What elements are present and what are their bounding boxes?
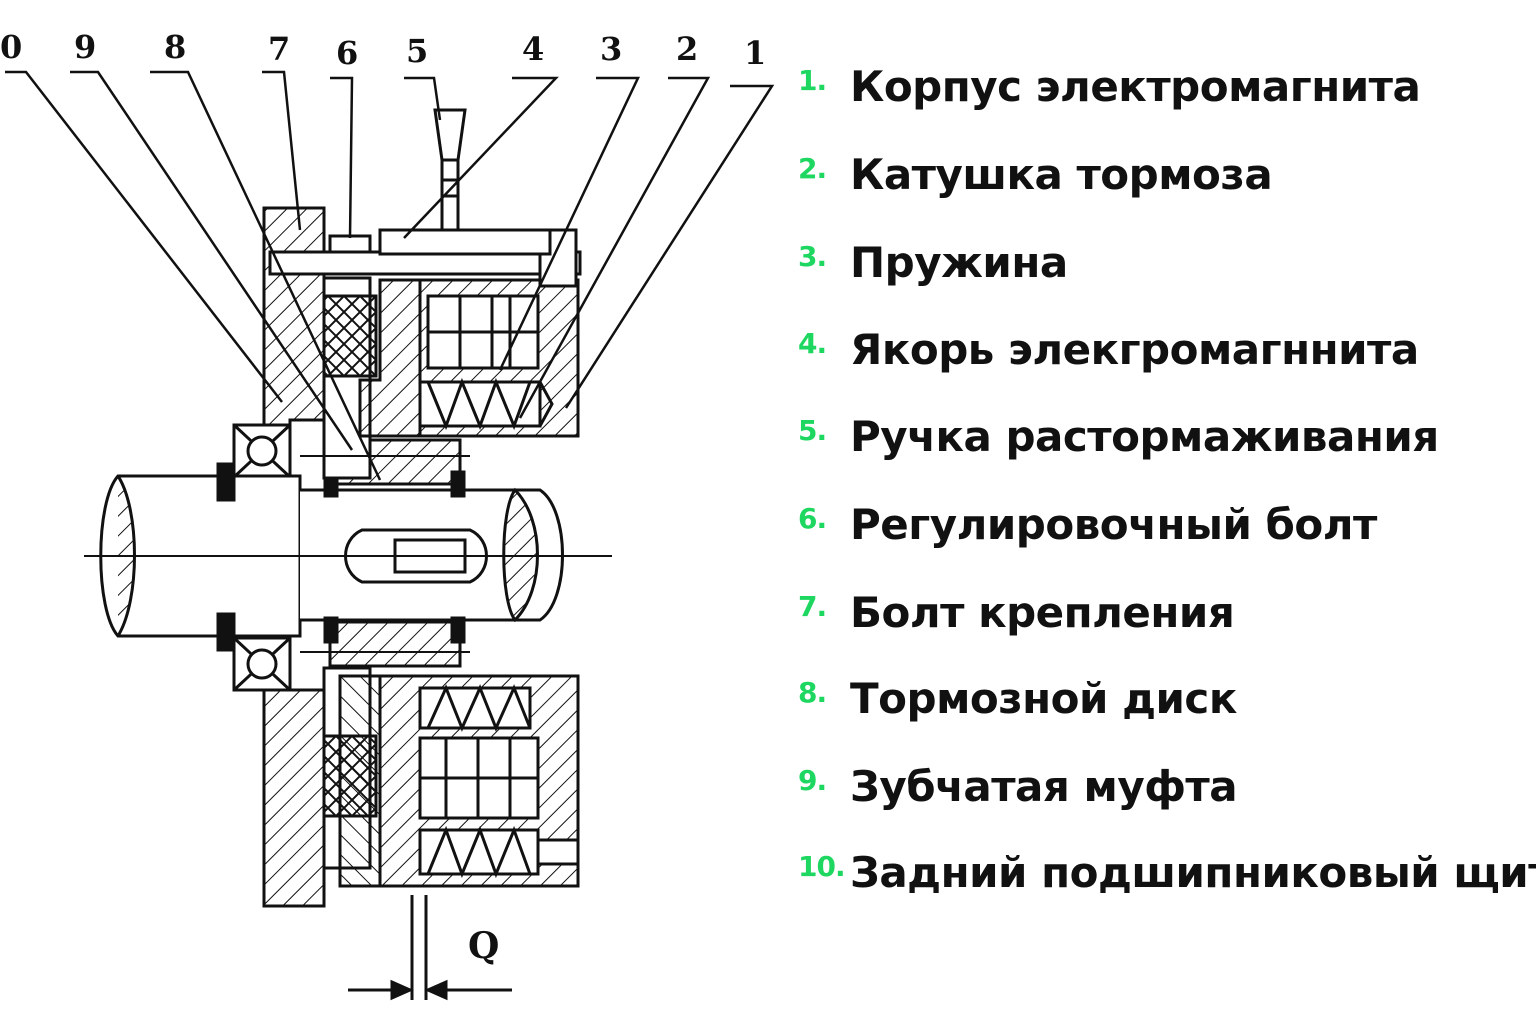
brake-cross-section-drawing: 0 9 8 7 6 5 4 3 2 1 Q (0, 28, 775, 1001)
spring-upper (418, 380, 542, 428)
gap-dimension-label: Q (468, 925, 499, 967)
legend-number: 6. (798, 502, 827, 535)
callout-number-9: 9 (74, 28, 96, 66)
callout-number-5: 5 (406, 32, 428, 70)
legend-label: Пружина (850, 238, 1068, 287)
legend-label: Ручка растормаживания (850, 412, 1439, 461)
callout-number-2: 2 (676, 30, 698, 68)
legend-number: 8. (798, 676, 827, 709)
legend-label: Корпус электромагнита (850, 62, 1421, 111)
legend-number: 5. (798, 414, 827, 447)
spring-lower-2 (418, 828, 540, 876)
legend-number: 2. (798, 152, 827, 185)
callout-number-1: 1 (744, 34, 766, 72)
callout-number-6: 6 (336, 34, 358, 72)
toothed-hub-lower (328, 620, 462, 668)
legend-number: 9. (798, 764, 827, 797)
callout-number-10: 0 (0, 28, 22, 66)
callout-number-8: 8 (164, 28, 186, 66)
legend-number: 7. (798, 590, 827, 623)
legend-label: Зубчатая муфта (850, 762, 1238, 811)
legend-label: Тормозной диск (850, 674, 1237, 723)
legend-label: Задний подшипниковый щит (850, 848, 1536, 897)
legend-label: Якорь элекгромагннита (850, 325, 1419, 374)
legend-number: 3. (798, 240, 827, 273)
friction-lining-upper (322, 294, 378, 378)
legend-number: 4. (798, 327, 827, 360)
legend-label: Болт крепления (850, 588, 1235, 637)
callout-number-4: 4 (522, 30, 544, 68)
legend-label: Регулировочный болт (850, 500, 1377, 549)
armature-lower (338, 674, 382, 888)
legend-number: 10. (798, 850, 846, 883)
legend-number: 1. (798, 64, 827, 97)
callout-number-7: 7 (268, 30, 290, 68)
callout-number-3: 3 (600, 30, 622, 68)
legend-label: Катушка тормоза (850, 150, 1273, 199)
